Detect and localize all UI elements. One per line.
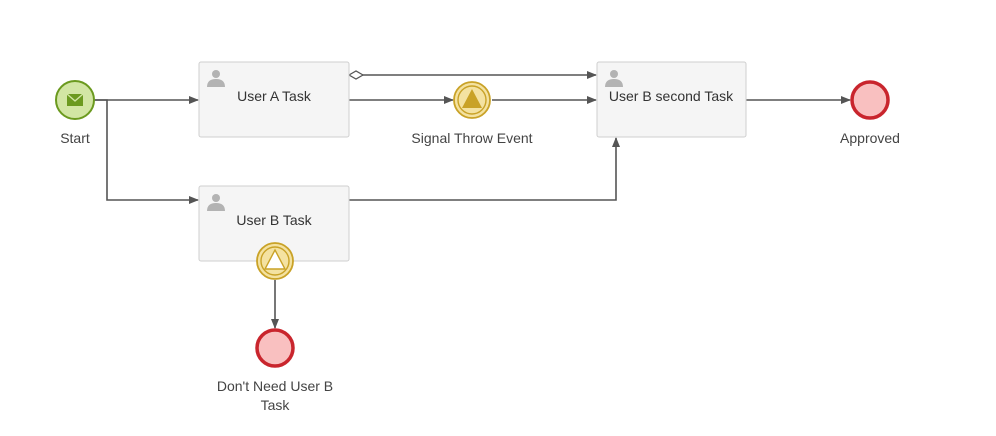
user-icon [207,194,225,211]
end-event-approved[interactable] [850,80,890,120]
flow-user-b-to-user-b-second[interactable] [349,137,620,201]
task-user-a-label: User A Task [237,88,312,104]
end-event-dont-need[interactable] [255,328,295,368]
task-user-b-second[interactable]: User B second Task [596,61,747,138]
start-event[interactable] [55,80,95,120]
sequence-flows [94,75,851,329]
triangle-icon [263,248,287,270]
signal-throw-event[interactable] [453,81,491,119]
user-icon [605,70,623,87]
dont-need-label-line1: Don't Need User B [217,378,333,394]
start-label: Start [60,130,90,146]
boundary-signal-event[interactable] [256,242,294,280]
user-icon [207,70,225,87]
dont-need-label-line2: Task [261,397,291,413]
envelope-icon [66,93,84,106]
task-user-b-label: User B Task [236,212,312,228]
signal-throw-label: Signal Throw Event [411,130,532,146]
triangle-icon [462,89,482,108]
approved-label: Approved [840,130,900,146]
task-user-b-second-label: User B second Task [609,88,734,104]
task-user-a[interactable]: User A Task [198,61,350,138]
flow-start-to-user-b[interactable] [94,99,199,204]
